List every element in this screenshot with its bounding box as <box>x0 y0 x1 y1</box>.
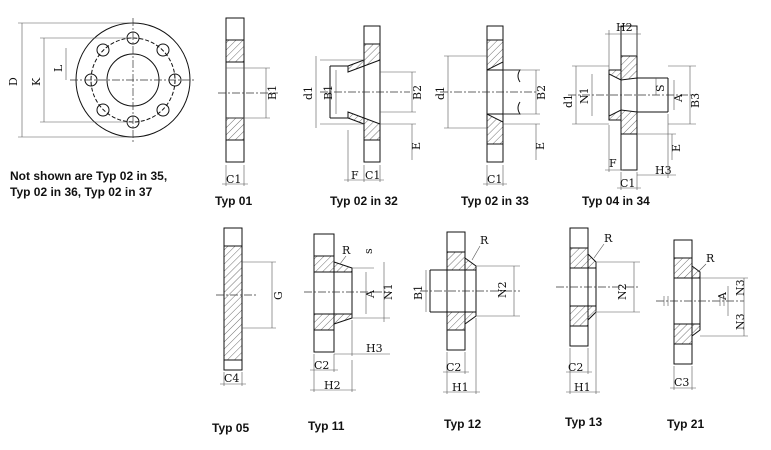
label-N3-bottom-typ21: N3 <box>734 313 747 330</box>
caption-typ01: Typ 01 <box>215 194 252 208</box>
caption-typ02-in-32: Typ 02 in 32 <box>330 194 398 208</box>
label-N2-typ13: N2 <box>616 283 629 300</box>
label-C1-typ04: C1 <box>620 177 635 190</box>
label-G-typ05: G <box>272 291 285 300</box>
flange-front-view: D K L <box>7 18 196 142</box>
note-line-2: Typ 02 in 36, Typ 02 in 37 <box>10 185 153 199</box>
label-N1-typ11: N1 <box>382 283 395 300</box>
label-H1-typ13: H1 <box>574 381 591 394</box>
label-S-typ04: S <box>654 84 667 92</box>
caption-typ05: Typ 05 <box>212 421 249 435</box>
label-B1-typ01: B1 <box>266 85 279 100</box>
label-B2-typ02-33: B2 <box>535 85 548 100</box>
label-s-typ11: s <box>362 248 375 254</box>
label-H2-typ04: H2 <box>616 21 633 34</box>
label-H3-typ11: H3 <box>366 342 383 355</box>
label-E-typ02-33: E <box>534 142 547 150</box>
label-d1-typ04: d1 <box>562 94 575 108</box>
label-C2-typ11: C2 <box>314 359 329 372</box>
label-C1-typ01: C1 <box>226 173 241 186</box>
typ13-drawing: R N2 C2 H1 <box>556 227 640 394</box>
label-F-typ04: F <box>609 157 617 170</box>
label-D: D <box>7 77 20 86</box>
label-N3-top-typ21: N3 <box>734 279 747 296</box>
label-E-typ04: E <box>670 144 683 152</box>
typ12-drawing: R B1 N2 C2 H1 <box>412 231 520 394</box>
label-N2-typ12: N2 <box>496 281 509 298</box>
label-d1-typ02-33: d1 <box>434 86 447 100</box>
label-R-typ11: R <box>342 244 351 257</box>
note-line-1: Not shown are Typ 02 in 35, <box>10 169 167 183</box>
label-A-typ21: A <box>716 291 729 301</box>
label-d1-typ02-32: d1 <box>302 86 315 100</box>
label-A-typ04: A <box>672 93 685 103</box>
label-K: K <box>30 77 43 86</box>
label-C4-typ05: C4 <box>224 372 239 385</box>
typ21-drawing: R A N3 N3 C3 <box>656 239 748 390</box>
label-B3-typ04: B3 <box>689 93 702 108</box>
label-R-typ21: R <box>706 252 715 265</box>
label-C1-typ02-32: C1 <box>365 169 380 182</box>
typ11-drawing: R s A N1 H3 C2 H2 <box>304 233 395 392</box>
label-R-typ13: R <box>604 232 613 245</box>
typ02-in-33-drawing: d1 B2 E C1 <box>434 25 548 186</box>
label-A-typ11: A <box>364 289 377 299</box>
typ02-in-32-drawing: d1 B1 B2 E F C1 <box>302 25 424 182</box>
label-L: L <box>52 64 65 72</box>
label-H3-typ04: H3 <box>655 164 672 177</box>
typ05-drawing: G C4 <box>216 227 285 386</box>
caption-typ13: Typ 13 <box>565 415 602 429</box>
caption-typ02-in-33: Typ 02 in 33 <box>461 194 529 208</box>
typ01-drawing: B1 C1 <box>218 17 279 186</box>
label-R-typ12: R <box>480 234 489 247</box>
label-H1-typ12: H1 <box>452 381 469 394</box>
label-C1-typ02-33: C1 <box>487 173 502 186</box>
label-C2-typ12: C2 <box>446 361 461 374</box>
caption-typ04-in-34: Typ 04 in 34 <box>582 194 650 208</box>
typ04-in-34-drawing: H2 d1 N1 S A B3 E F C1 H3 <box>562 21 702 190</box>
caption-typ21: Typ 21 <box>667 417 704 431</box>
label-F-typ02-32: F <box>351 169 359 182</box>
caption-typ12: Typ 12 <box>444 417 481 431</box>
label-B1-typ12: B1 <box>412 285 425 300</box>
label-H2-typ11: H2 <box>324 379 341 392</box>
label-C2-typ13: C2 <box>568 361 583 374</box>
caption-typ11: Typ 11 <box>308 419 345 433</box>
label-E-typ02-32: E <box>410 142 423 150</box>
label-B2-typ02-32: B2 <box>411 85 424 100</box>
label-N1-typ04: N1 <box>578 87 591 104</box>
label-B1-typ02-32: B1 <box>322 85 335 100</box>
label-C3-typ21: C3 <box>674 376 689 389</box>
